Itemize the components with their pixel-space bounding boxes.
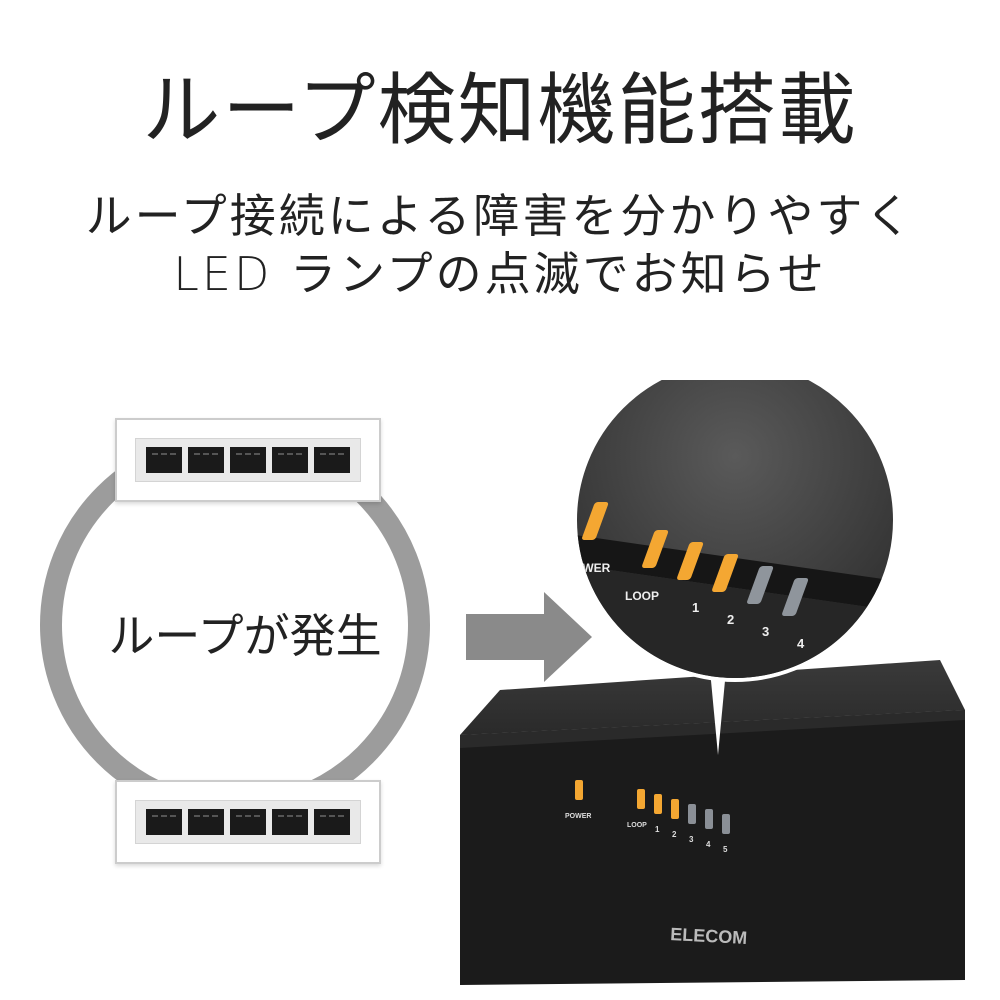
led-zoom-power [582,502,609,540]
led-label: 5 [723,845,728,854]
lan-port-icon [272,447,308,473]
lan-port-icon [230,447,266,473]
led-label: 1 [655,825,660,834]
lan-port-icon [272,809,308,835]
led-4 [705,809,713,829]
lan-port-icon [146,809,182,835]
loop-label: ループが発生 [108,609,382,663]
lan-port-icon [188,447,224,473]
led-zoom-2 [712,554,739,592]
led-zoom-4 [782,578,809,616]
led-loop [637,789,645,809]
brand-logo: ELECOM [670,924,748,948]
led-label: POWER [565,813,591,820]
lan-port-icon [188,809,224,835]
led-label: LOOP [627,822,647,829]
led-zoom-label: 2 [727,612,734,627]
switch-device-photo: ELECOM POWER LOOP 1 2 3 4 5 POWER LOOP 1 2 3 4 [460,380,965,985]
lan-port-icon [230,809,266,835]
led-label: 2 [672,830,677,839]
switch-hub-bottom [115,780,381,864]
led-3 [688,804,696,824]
led-zoom-label: POWER [565,561,611,575]
led-zoom-1 [677,542,704,580]
lan-port-icon [314,447,350,473]
led-zoom-3 [747,566,774,604]
led-1 [654,794,662,814]
led-zoom-label: 3 [762,624,769,639]
led-label: 4 [706,840,711,849]
page-title: ループ検知機能搭載 [142,66,858,156]
led-zoom-loop [642,530,669,568]
switch-hub-top [115,418,381,502]
arrow-right-icon [466,592,592,682]
subtitle-line-2: LED ランプの点滅でお知らせ [173,247,827,301]
led-label: 3 [689,835,694,844]
led-zoom-label: LOOP [625,589,659,603]
led-2 [671,799,679,819]
led-zoom-label: 1 [692,600,699,615]
lan-port-icon [146,447,182,473]
led-zoom-label: 4 [797,636,805,651]
led-power [575,780,583,800]
subtitle-line-1: ループ接続による障害を分かりやすく [85,189,915,243]
lan-port-icon [314,809,350,835]
led-5 [722,814,730,834]
